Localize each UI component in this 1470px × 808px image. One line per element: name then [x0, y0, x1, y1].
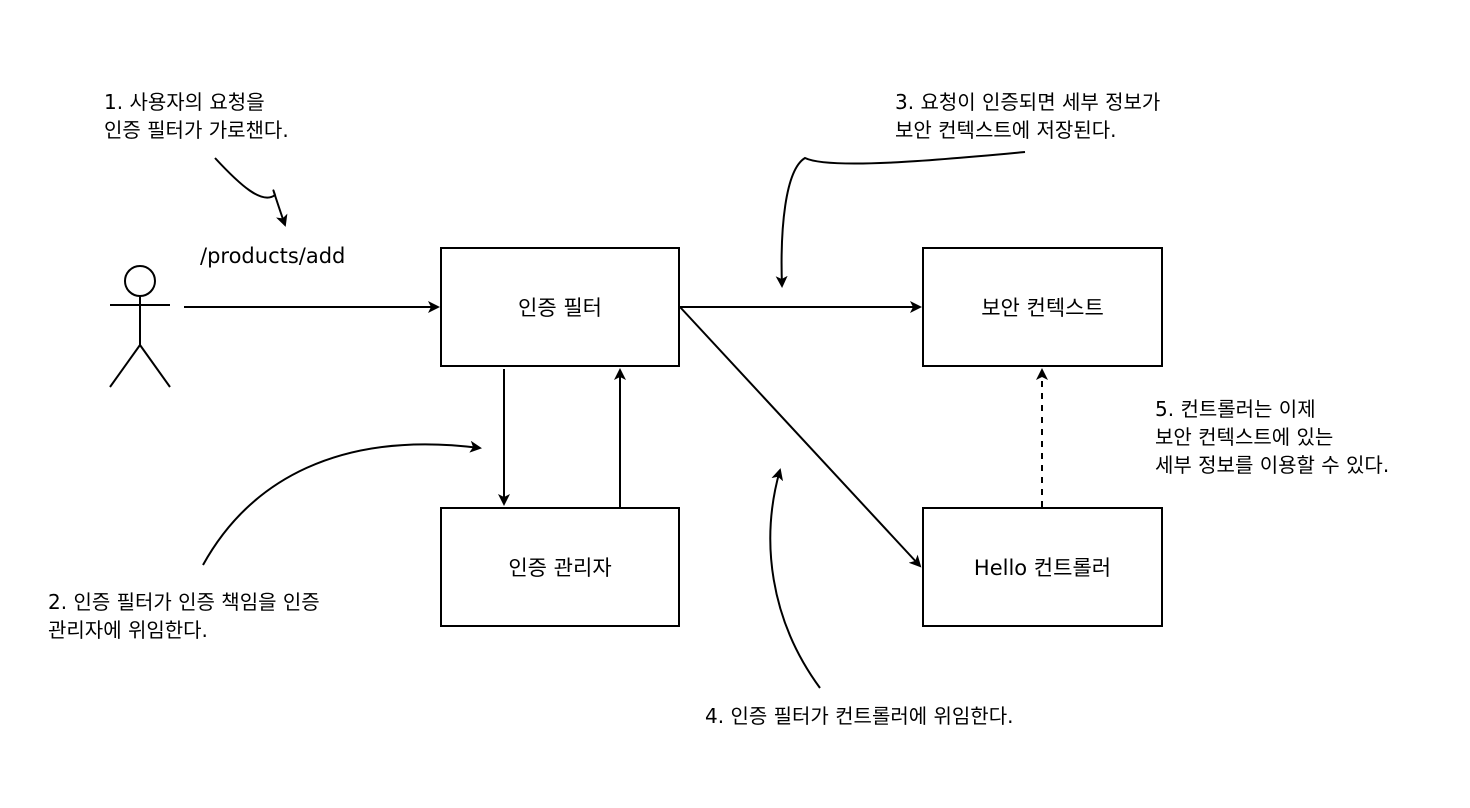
- step2-note-line: 2. 인증 필터가 인증 책임을 인증: [48, 590, 320, 614]
- step5-note-line: 5. 컨트롤러는 이제: [1155, 397, 1316, 421]
- auth-manager-box: 인증 관리자: [440, 507, 680, 627]
- note3-callout-arrow: [775, 151, 1026, 288]
- step5-note-line: 세부 정보를 이용할 수 있다.: [1155, 453, 1390, 477]
- step4-note: 4. 인증 필터가 컨트롤러에 위임한다.: [705, 702, 1013, 730]
- hello-controller-label: Hello 컨트롤러: [973, 556, 1112, 580]
- step3-note: 3. 요청이 인증되면 세부 정보가 보안 컨텍스트에 저장된다.: [895, 88, 1160, 144]
- filter-to-controller-arrow: [679, 306, 922, 568]
- step5-note-line: 보안 컨텍스트에 있는: [1155, 425, 1334, 449]
- auth-filter-box: 인증 필터: [440, 247, 680, 367]
- security-context-box: 보안 컨텍스트: [922, 247, 1163, 367]
- step4-note-line: 4. 인증 필터가 컨트롤러에 위임한다.: [705, 704, 1014, 728]
- note4-callout-arrow: [769, 468, 821, 689]
- step1-note-line: 인증 필터가 가로챈다.: [104, 118, 289, 142]
- step5-note: 5. 컨트롤러는 이제 보안 컨텍스트에 있는 세부 정보를 이용할 수 있다.: [1155, 395, 1389, 479]
- auth-filter-label: 인증 필터: [518, 296, 602, 320]
- step3-note-line: 3. 요청이 인증되면 세부 정보가: [895, 90, 1161, 114]
- step1-note: 1. 사용자의 요청을 인증 필터가 가로챈다.: [104, 88, 289, 144]
- stick-figure-icon: [109, 265, 171, 388]
- note2-callout-arrow: [202, 440, 482, 566]
- note1-callout-arrow: [214, 157, 288, 227]
- step1-note-line: 1. 사용자의 요청을: [104, 90, 265, 114]
- hello-controller-box: Hello 컨트롤러: [922, 507, 1163, 627]
- auth-manager-label: 인증 관리자: [508, 556, 612, 580]
- step2-note: 2. 인증 필터가 인증 책임을 인증 관리자에 위임한다.: [48, 588, 320, 644]
- request-path-label: /products/add: [200, 244, 346, 268]
- step3-note-line: 보안 컨텍스트에 저장된다.: [895, 118, 1117, 142]
- step2-note-line: 관리자에 위임한다.: [48, 618, 208, 642]
- security-context-label: 보안 컨텍스트: [981, 296, 1104, 320]
